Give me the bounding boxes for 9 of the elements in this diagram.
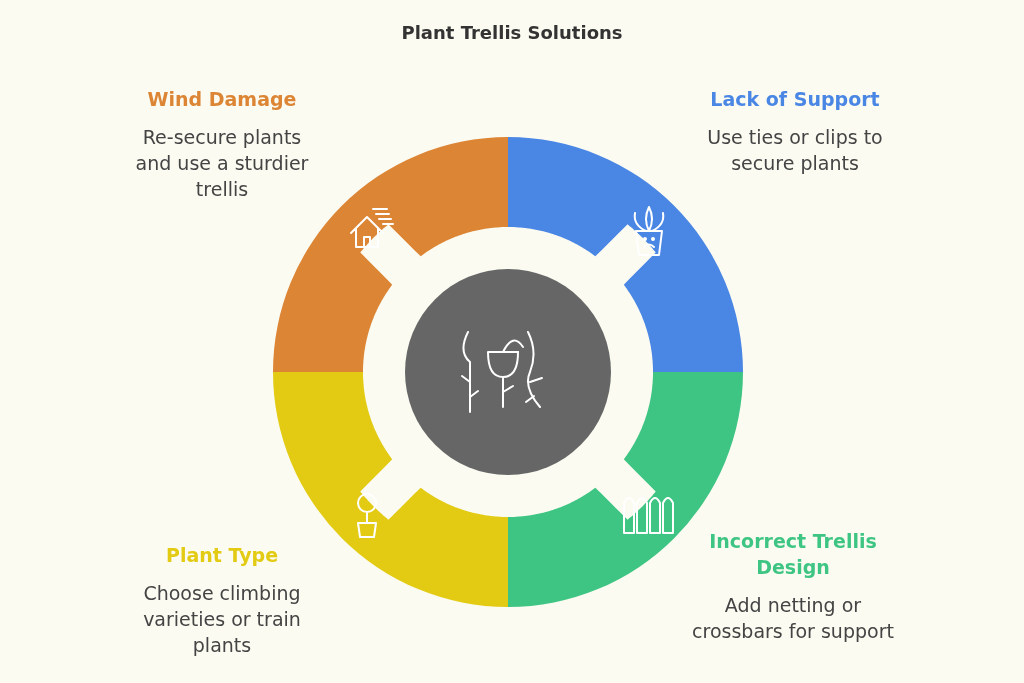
title: Plant Trellis Solutions [400,22,624,43]
heading: Incorrect Trellis Design [708,529,878,580]
heading: Wind Damage [147,87,297,112]
description: Add netting or crossbars for support [691,593,895,644]
heading: Plant Type [165,543,279,568]
description: Use ties or clips to secure plants [706,125,884,176]
heading: Lack of Support [710,87,880,112]
description: Re-secure plants and use a sturdier trellis [134,125,310,202]
description: Choose climbing varieties or train plants [142,581,302,658]
